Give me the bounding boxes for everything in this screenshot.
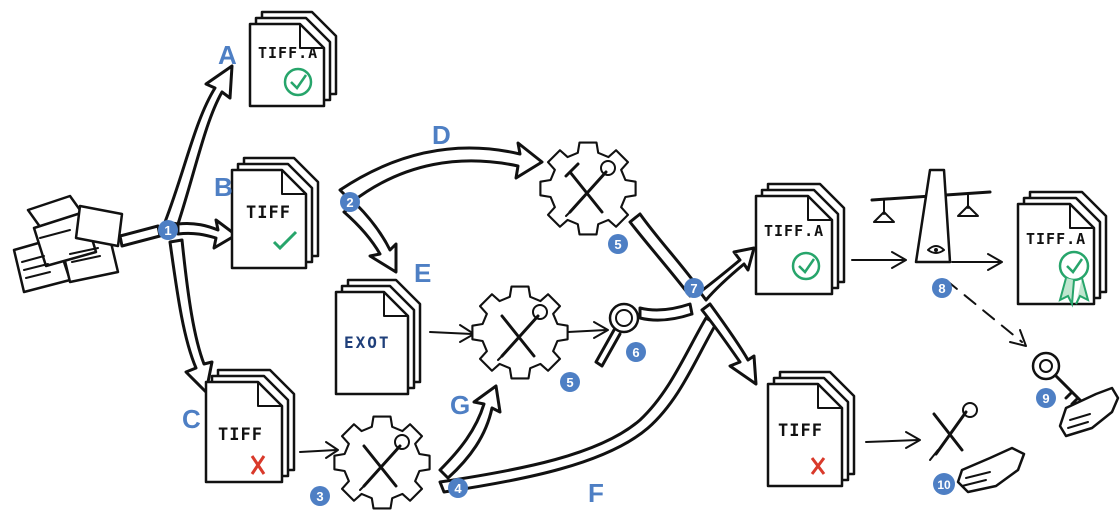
step-badge-1: 1 [158,220,178,240]
label-e: E [414,258,431,288]
arrow-to-b [176,218,238,250]
arrow-to-key [945,279,1023,343]
check-icon [272,230,298,251]
document-archive: TIFF.A [1016,190,1108,308]
document-fail: TIFF [766,370,856,488]
label-d: D [432,120,451,150]
step-badge-5-middle: 5 [560,372,580,392]
step-badge-9: 9 [1036,388,1056,408]
svg-text:4: 4 [454,481,462,496]
document-e-label: EXOT [344,333,391,352]
arrow-to-a [163,64,234,226]
svg-text:7: 7 [690,281,697,296]
seal-icon [1058,250,1090,282]
step-badge-5-top: 5 [608,234,628,254]
svg-text:9: 9 [1042,391,1049,406]
step-badge-7: 7 [684,278,704,298]
document-fail-label: TIFF [778,421,823,441]
document-b-label: TIFF [246,203,291,223]
arrow-to-pass [698,246,756,302]
flow-arrows [118,64,1027,494]
scale-eye-icon [870,168,992,264]
svg-text:5: 5 [566,375,573,390]
label-f: F [588,478,604,508]
label-a: A [218,40,237,70]
step-badge-4: 4 [448,478,468,498]
cross-icon [810,457,826,475]
svg-text:5: 5 [614,237,621,252]
arrow-input [118,224,162,248]
arrow-exot-to-tools [429,331,473,335]
label-b: B [214,172,233,202]
arrow-to-c [168,238,214,394]
arrow-c-to-tools [299,449,337,453]
svg-text:1: 1 [164,223,171,238]
document-pass: TIFF.A [754,182,846,296]
svg-text:6: 6 [632,345,639,360]
document-c-label: TIFF [218,425,263,445]
branch-letters: A B C D E F G [182,40,604,508]
magnifier-icon [594,302,640,368]
key-hand-icon [1031,351,1120,438]
step-badge-3: 3 [310,486,330,506]
arrow-e [342,202,398,274]
step-badge-8: 8 [932,278,952,298]
document-e: EXOT [334,278,422,396]
input-document-pile [12,194,124,294]
tools-gear-bottom [333,415,431,510]
arrow-tools-to-check [567,329,607,333]
repair-hand-icon [929,402,1026,494]
svg-text:2: 2 [346,195,353,210]
arrow-g [438,384,502,480]
document-c: TIFF [204,368,296,484]
arrow-6-to-7 [638,302,694,322]
arrow-to-fail [700,302,758,386]
document-pass-label: TIFF.A [764,222,824,240]
document-archive-label: TIFF.A [1026,230,1086,248]
step-badge-10: 10 [933,473,955,495]
check-icon [290,74,308,90]
svg-text:3: 3 [316,489,323,504]
check-icon [798,258,816,274]
svg-text:8: 8 [938,281,945,296]
document-a: TIFF.A [248,10,338,108]
step-badges: 1 2 3 4 5 5 6 7 8 9 10 [158,192,1056,506]
label-c: C [182,404,201,434]
svg-text:10: 10 [937,478,951,492]
label-g: G [450,390,470,420]
cross-icon [250,455,266,475]
arrow-to-repair [865,439,919,443]
tools-gear-top [539,141,637,236]
arrow-d [338,141,544,204]
document-b: TIFF [230,156,320,270]
step-badge-6: 6 [626,342,646,362]
tools-gear-middle [471,285,569,380]
document-a-label: TIFF.A [258,44,318,62]
step-badge-2: 2 [340,192,360,212]
